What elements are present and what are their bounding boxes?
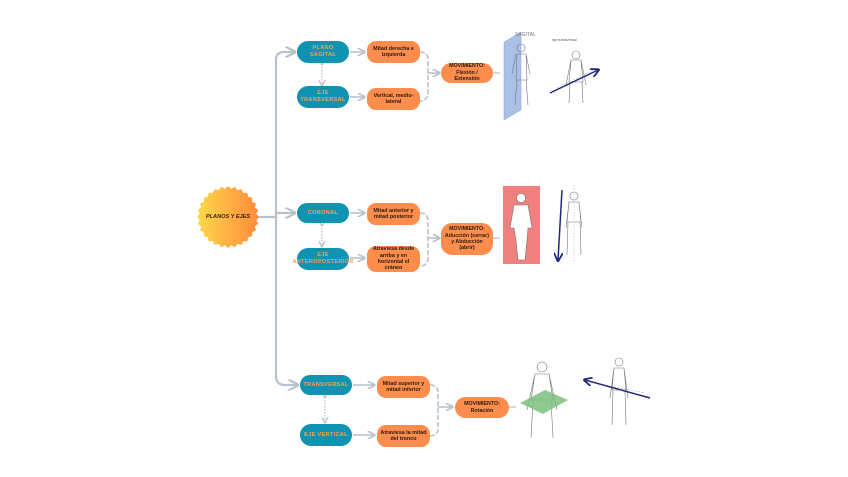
axis-description-anteroposterior[interactable]: Atraviesa desde arriba y en horizontal e… bbox=[367, 246, 420, 272]
plane-description-transversal[interactable]: Mitad superior y mitad inferior bbox=[377, 376, 430, 398]
movement-node-flexion-extension[interactable]: MOVIMIENTO: Flexión / Extensión bbox=[441, 63, 493, 83]
plane-node-coronal[interactable]: CORONAL bbox=[297, 203, 349, 223]
plane-node-transversal[interactable]: TRANSVERSAL bbox=[300, 375, 352, 395]
plane-description-sagittal[interactable]: Mitad derecha e izquierda bbox=[367, 41, 420, 63]
axis-description-transversal[interactable]: Vertical, medio-lateral bbox=[367, 88, 420, 110]
figure-label-sagittal: SAGITAL bbox=[515, 32, 536, 38]
title-text: PLANOS Y EJES bbox=[205, 214, 251, 220]
sagittal-plane-figure bbox=[503, 31, 531, 121]
coronal-plane-figure bbox=[503, 186, 540, 264]
trunk-vertical bbox=[274, 52, 294, 61]
title-burst-shape bbox=[197, 186, 259, 248]
plane-node-sagittal[interactable]: PLANO SAGITAL bbox=[297, 41, 349, 63]
branch-transversal bbox=[274, 375, 297, 385]
movement-node-rotation[interactable]: MOVIMIENTO: Rotación bbox=[455, 397, 509, 418]
movement-node-adduction-abduction[interactable]: MOVIMIENTO: Aducción (cerrar) y Abducció… bbox=[441, 223, 493, 255]
figure-label-transverse-axis: eje transversal bbox=[552, 38, 577, 42]
title-burst[interactable]: PLANOS Y EJES bbox=[197, 186, 259, 248]
axis-node-vertical[interactable]: EJE VERTICAL bbox=[300, 424, 352, 446]
transverse-axis-figure bbox=[549, 50, 598, 104]
vertical-axis-figure bbox=[585, 357, 651, 426]
axis-node-transversal[interactable]: EJE TRANSVERSAL bbox=[297, 86, 349, 108]
plane-description-coronal[interactable]: Mitad anterior y mitad posterior bbox=[367, 203, 420, 225]
axis-node-anteroposterior[interactable]: EJE ANTEROPOSTERIOR bbox=[292, 248, 353, 270]
transversal-plane-figure bbox=[520, 361, 568, 439]
anteroposterior-axis-figure bbox=[558, 185, 583, 262]
axis-description-vertical[interactable]: Atraviesa la mitad del tronco bbox=[377, 425, 430, 447]
